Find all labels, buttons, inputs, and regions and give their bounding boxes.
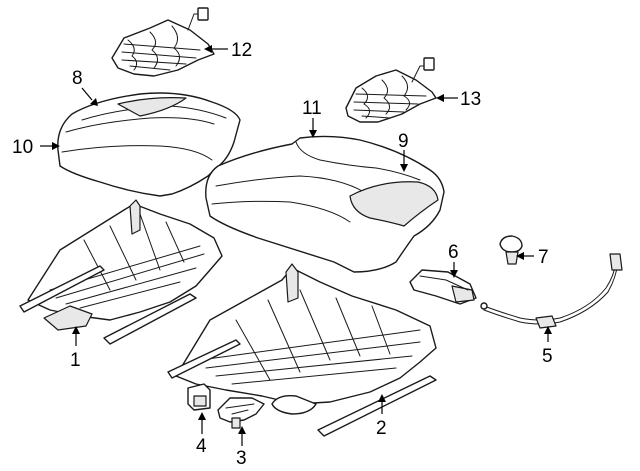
part-10-seat-cushion [57, 92, 241, 197]
callout-13: 13 [460, 89, 481, 110]
callout-2: 2 [376, 418, 387, 439]
callout-8: 8 [72, 68, 83, 89]
part-3-latch [217, 397, 265, 429]
callout-4: 4 [196, 436, 207, 457]
part-9-seat-cushion [205, 135, 445, 273]
callout-5: 5 [542, 346, 553, 367]
callout-9: 9 [398, 131, 409, 152]
callout-10: 10 [12, 137, 33, 158]
part-4-bracket [187, 383, 211, 411]
callout-12: 12 [231, 40, 252, 61]
part-1-seat-frame [19, 199, 223, 345]
part-13-heater-pad [345, 57, 437, 123]
callout-11: 11 [302, 98, 322, 119]
callout-7: 7 [538, 247, 549, 268]
callout-1: 1 [70, 350, 81, 371]
part-7-clip [499, 235, 523, 265]
part-2-seat-frame [167, 263, 437, 437]
callout-leaders [40, 45, 552, 446]
part-6-bracket [409, 269, 477, 305]
part-5-cable [480, 253, 623, 329]
callout-6: 6 [448, 242, 459, 263]
part-12-heater-pad [111, 7, 215, 77]
callout-3: 3 [236, 448, 247, 469]
